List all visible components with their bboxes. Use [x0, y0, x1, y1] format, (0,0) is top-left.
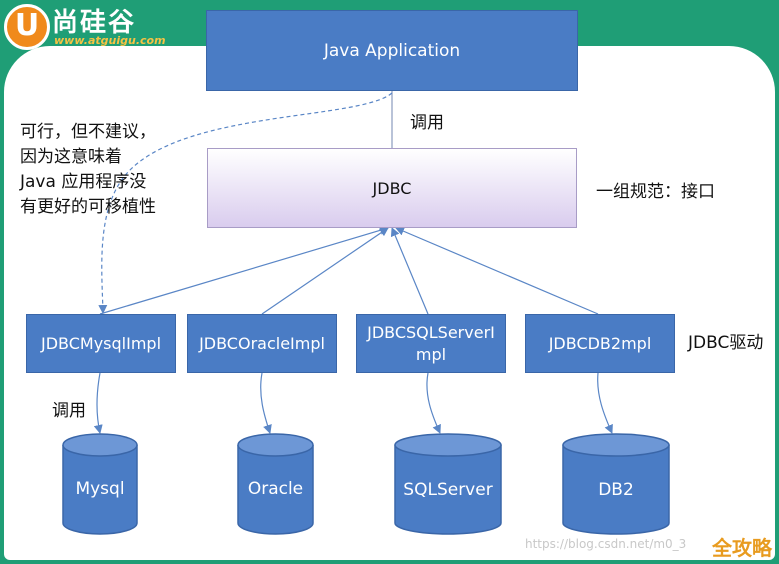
jdbc-box: JDBC	[207, 148, 577, 228]
oracle-impl-arrow	[261, 227, 389, 315]
sqlserver-cylinder-icon	[394, 433, 502, 535]
jdbc-db2-impl-box: JDBCDB2mpl	[525, 314, 675, 373]
mysql-db: Mysql	[62, 433, 138, 535]
call-label-bottom: 调用	[52, 401, 86, 421]
sqlserver-db-arrow	[426, 372, 441, 434]
driver-label: JDBC驱动	[688, 333, 764, 353]
portability-note: 可行，但不建议，因为这意味着 Java 应用程序没有更好的可移植性	[20, 122, 156, 217]
mysql-db-label: Mysql	[75, 479, 125, 499]
mysql-impl-arrow	[99, 225, 389, 315]
db2-db: DB2	[562, 433, 670, 535]
call-label-top: 调用	[410, 113, 444, 133]
db2-db-label: DB2	[598, 480, 634, 500]
watermark-brand: 全攻略	[712, 536, 772, 560]
spec-label: 一组规范：接口	[596, 182, 715, 202]
oracle-db: Oracle	[237, 433, 314, 535]
oracle-cylinder-icon	[237, 433, 314, 535]
java-application-box: Java Application	[206, 10, 578, 91]
watermark-url: https://blog.csdn.net/m0_3	[525, 537, 687, 551]
logo-letter: U	[4, 4, 50, 50]
logo-name: 尚硅谷	[52, 8, 137, 38]
jdbc-sqlserver-impl-box: JDBCSQLServerImpl	[356, 314, 506, 373]
sqlserver-impl-arrow	[390, 227, 429, 315]
db2-db-arrow	[597, 372, 613, 434]
jdbc-oracle-impl-box: JDBCOracleImpl	[187, 314, 337, 373]
logo: U 尚硅谷 www.atguigu.com	[4, 2, 186, 50]
mysql-db-arrow	[93, 372, 103, 434]
oracle-db-arrow	[260, 372, 272, 434]
logo-url: www.atguigu.com	[54, 34, 166, 47]
sqlserver-db-label: SQLServer	[403, 480, 493, 500]
jdbc-mysql-impl-box: JDBCMysqlImpl	[26, 314, 176, 373]
sqlserver-db: SQLServer	[394, 433, 502, 535]
oracle-db-label: Oracle	[247, 479, 304, 499]
mysql-cylinder-icon	[62, 433, 138, 535]
dashed-direct-arrow	[98, 92, 393, 314]
db2-impl-arrow	[395, 226, 599, 315]
db2-cylinder-icon	[562, 433, 670, 535]
